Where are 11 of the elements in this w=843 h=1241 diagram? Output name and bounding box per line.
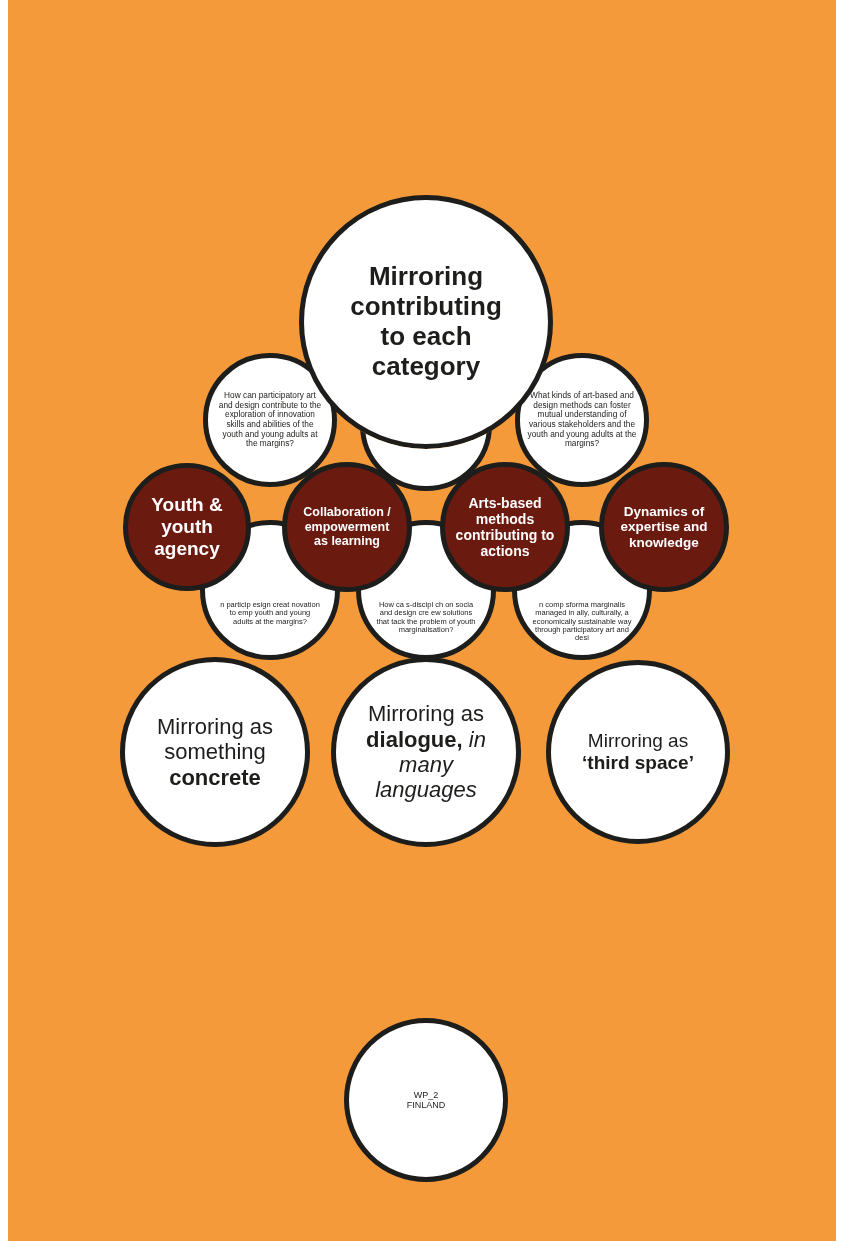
theme-text: Mirroring as ‘third space’: [581, 730, 695, 774]
theme-text: Mirroring as dialogue, in many languages: [365, 701, 487, 803]
category-label: Arts-based methods contributing to actions: [454, 494, 556, 560]
category-label: Collaboration / empowerment as learning: [302, 505, 392, 549]
heading-text: Mirroring contributing to each category: [349, 262, 503, 382]
label-text: WP_2 FINLAND: [405, 1089, 447, 1111]
question-text: What kinds of art-based and design methods can foster mutual understanding of various stakeholders and the youth and young adults at the margins?: [526, 391, 638, 449]
question-text: How can participatory art and design contribute to the exploration of innovation skills and abilities of the youth and young adults at the margins?: [218, 391, 322, 449]
theme-text: Mirroring as something concrete: [155, 714, 275, 790]
category-label: Youth & youth agency: [150, 494, 224, 560]
category-label: Dynamics of expertise and knowledge: [619, 503, 709, 551]
